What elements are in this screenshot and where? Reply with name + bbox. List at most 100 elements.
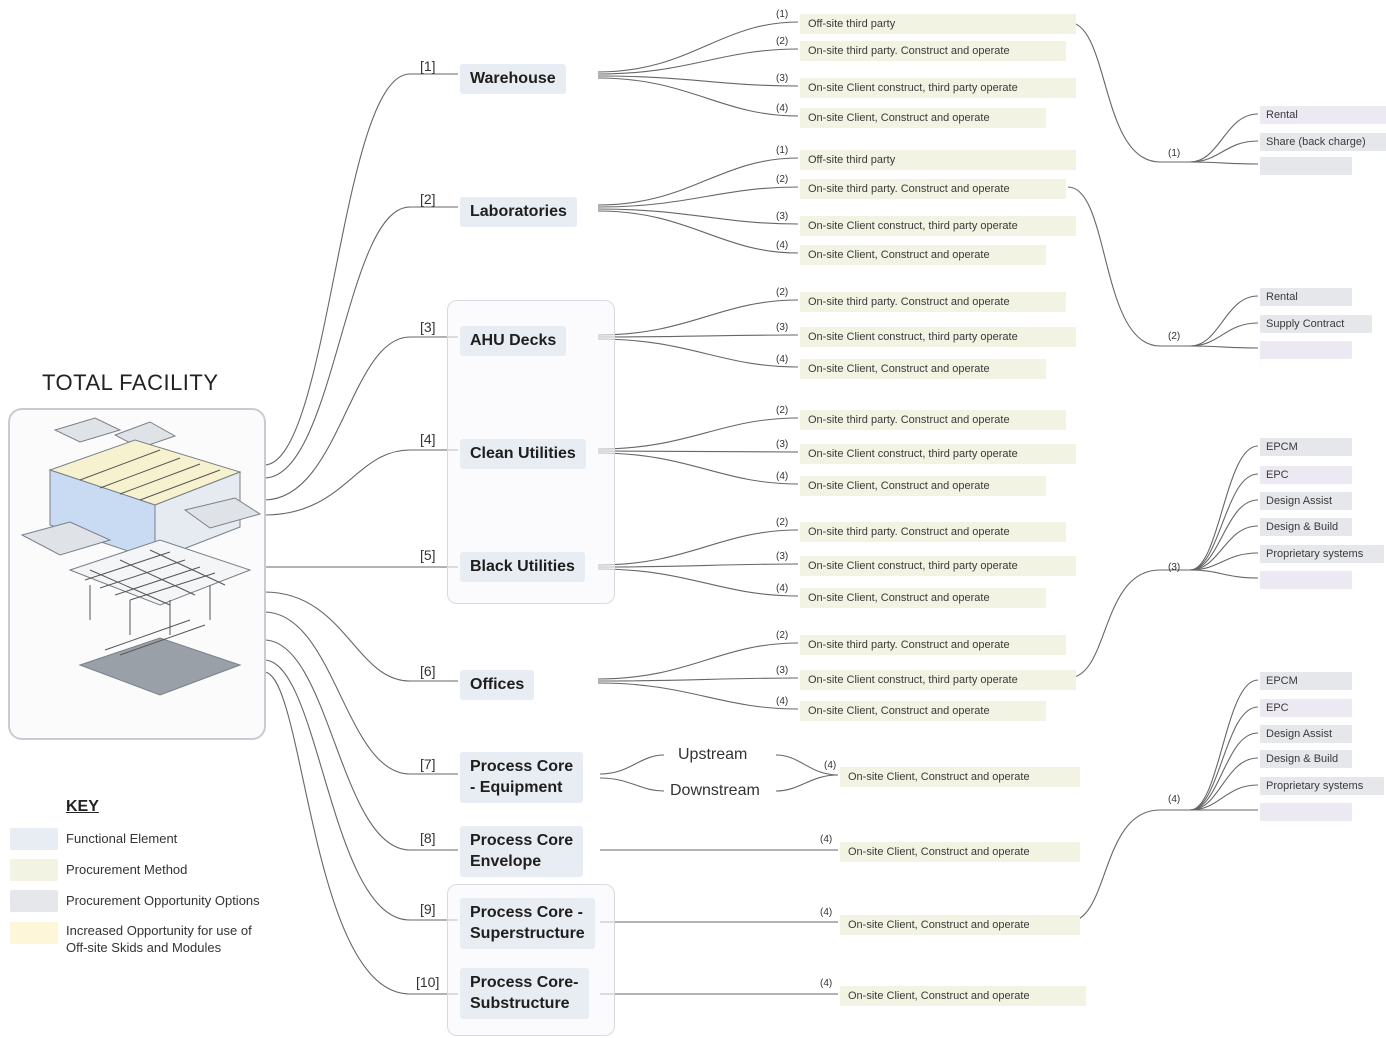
method-item: On-site Client, Construct and operate	[800, 108, 1046, 128]
element-black-utilities: Black Utilities	[460, 552, 585, 582]
key-label-method: Procurement Method	[66, 862, 188, 877]
method-item: On-site Client, Construct and operate	[800, 359, 1046, 379]
method-num: (4)	[820, 907, 833, 918]
option-item: Share (back charge)	[1260, 133, 1386, 151]
method-item: Off-site third party	[800, 14, 1076, 34]
option-item: Supply Contract	[1260, 315, 1372, 333]
method-num: (2)	[776, 630, 789, 641]
option-item: Design & Build	[1260, 750, 1352, 768]
option-item: Proprietary systems	[1260, 777, 1384, 795]
method-num: (4)	[776, 583, 789, 594]
option-item: Design & Build	[1260, 518, 1352, 536]
key-label-offsite: Increased Opportunity for use of Off-sit…	[66, 923, 252, 955]
element-offices: Offices	[460, 670, 535, 700]
option-item: EPC	[1260, 699, 1352, 717]
method-item: On-site Client, Construct and operate	[800, 476, 1046, 496]
method-item: On-site Client, Construct and operate	[800, 245, 1046, 265]
method-item: On-site Client, Construct and operate	[800, 701, 1046, 721]
method-num: (2)	[776, 287, 789, 298]
method-num: (3)	[776, 211, 789, 222]
option-group-num-4: (4)	[1168, 794, 1181, 805]
option-item: Proprietary systems	[1260, 545, 1384, 563]
method-num: (3)	[776, 439, 789, 450]
element-process-core-superstructure: Process Core - Superstructure	[460, 898, 595, 949]
method-item: On-site third party. Construct and opera…	[800, 179, 1066, 199]
method-num: (3)	[776, 551, 789, 562]
element-num-6: [6]	[420, 663, 436, 679]
element-num-7: [7]	[420, 756, 436, 772]
method-item: On-site Client construct, third party op…	[800, 670, 1076, 690]
element-num-2: [2]	[420, 191, 436, 207]
key-swatch-method	[10, 859, 58, 881]
option-item	[1260, 803, 1352, 821]
method-item: On-site Client, Construct and operate	[840, 767, 1080, 787]
element-ahu-decks: AHU Decks	[460, 326, 567, 356]
method-num: (3)	[776, 73, 789, 84]
exploded-building-icon	[20, 417, 262, 696]
option-item: EPCM	[1260, 438, 1352, 456]
option-group-num-3: (3)	[1168, 562, 1181, 573]
element-num-3: [3]	[420, 319, 436, 335]
method-item: On-site Client, Construct and operate	[840, 915, 1080, 935]
method-num: (4)	[820, 978, 833, 989]
option-group-num-1: (1)	[1168, 148, 1181, 159]
option-item	[1260, 341, 1352, 359]
flow-downstream: Downstream	[666, 782, 764, 800]
method-num: (4)	[776, 471, 789, 482]
method-num: (4)	[776, 240, 789, 251]
total-facility-title: TOTAL FACILITY	[42, 370, 219, 395]
method-item: On-site Client construct, third party op…	[800, 327, 1076, 347]
element-warehouse: Warehouse	[460, 64, 566, 94]
method-num: (4)	[776, 696, 789, 707]
element-num-1: [1]	[420, 58, 436, 74]
method-num: (4)	[776, 103, 789, 114]
method-item: On-site third party. Construct and opera…	[800, 41, 1066, 61]
method-num: (4)	[820, 834, 833, 845]
method-num: (2)	[776, 174, 789, 185]
key-swatch-functional	[10, 828, 58, 850]
option-item: EPC	[1260, 466, 1352, 484]
option-item: EPCM	[1260, 672, 1352, 690]
element-num-5: [5]	[420, 547, 436, 563]
element-process-core-substructure: Process Core- Substructure	[460, 968, 589, 1019]
key-swatch-offsite	[10, 922, 58, 944]
element-clean-utilities: Clean Utilities	[460, 439, 586, 469]
method-num: (1)	[776, 145, 789, 156]
option-item: Design Assist	[1260, 492, 1352, 510]
method-item: On-site Client, Construct and operate	[840, 986, 1086, 1006]
method-item: On-site Client construct, third party op…	[800, 444, 1076, 464]
flow-upstream: Upstream	[674, 746, 752, 764]
key-label-functional: Functional Element	[66, 831, 178, 846]
element-process-core-envelope: Process Core Envelope	[460, 826, 584, 877]
element-laboratories: Laboratories	[460, 197, 577, 227]
element-num-10: [10]	[416, 974, 440, 990]
method-item: On-site third party. Construct and opera…	[800, 410, 1066, 430]
key-title: KEY	[66, 798, 99, 815]
method-item: On-site Client, Construct and operate	[800, 588, 1046, 608]
method-item: Off-site third party	[800, 150, 1076, 170]
key-label-option: Procurement Opportunity Options	[66, 893, 260, 908]
option-item	[1260, 157, 1352, 175]
option-group-num-2: (2)	[1168, 331, 1181, 342]
method-num: (3)	[776, 665, 789, 676]
method-num: (3)	[776, 322, 789, 333]
method-item: On-site third party. Construct and opera…	[800, 522, 1066, 542]
method-item: On-site Client, Construct and operate	[840, 842, 1080, 862]
element-num-9: [9]	[420, 901, 436, 917]
key-swatch-option	[10, 890, 58, 912]
method-num: (1)	[776, 9, 789, 20]
method-item: On-site Client construct, third party op…	[800, 556, 1076, 576]
method-num: (4)	[776, 354, 789, 365]
facility-illustration	[8, 408, 266, 740]
method-num: (2)	[776, 405, 789, 416]
element-process-core-equipment: Process Core - Equipment	[460, 752, 584, 803]
method-num: (4)	[824, 760, 837, 771]
option-item	[1260, 571, 1352, 589]
method-item: On-site Client construct, third party op…	[800, 216, 1076, 236]
option-item: Rental	[1260, 106, 1386, 124]
element-num-8: [8]	[420, 830, 436, 846]
element-num-4: [4]	[420, 431, 436, 447]
method-item: On-site third party. Construct and opera…	[800, 635, 1066, 655]
method-item: On-site third party. Construct and opera…	[800, 292, 1066, 312]
option-item: Design Assist	[1260, 725, 1352, 743]
